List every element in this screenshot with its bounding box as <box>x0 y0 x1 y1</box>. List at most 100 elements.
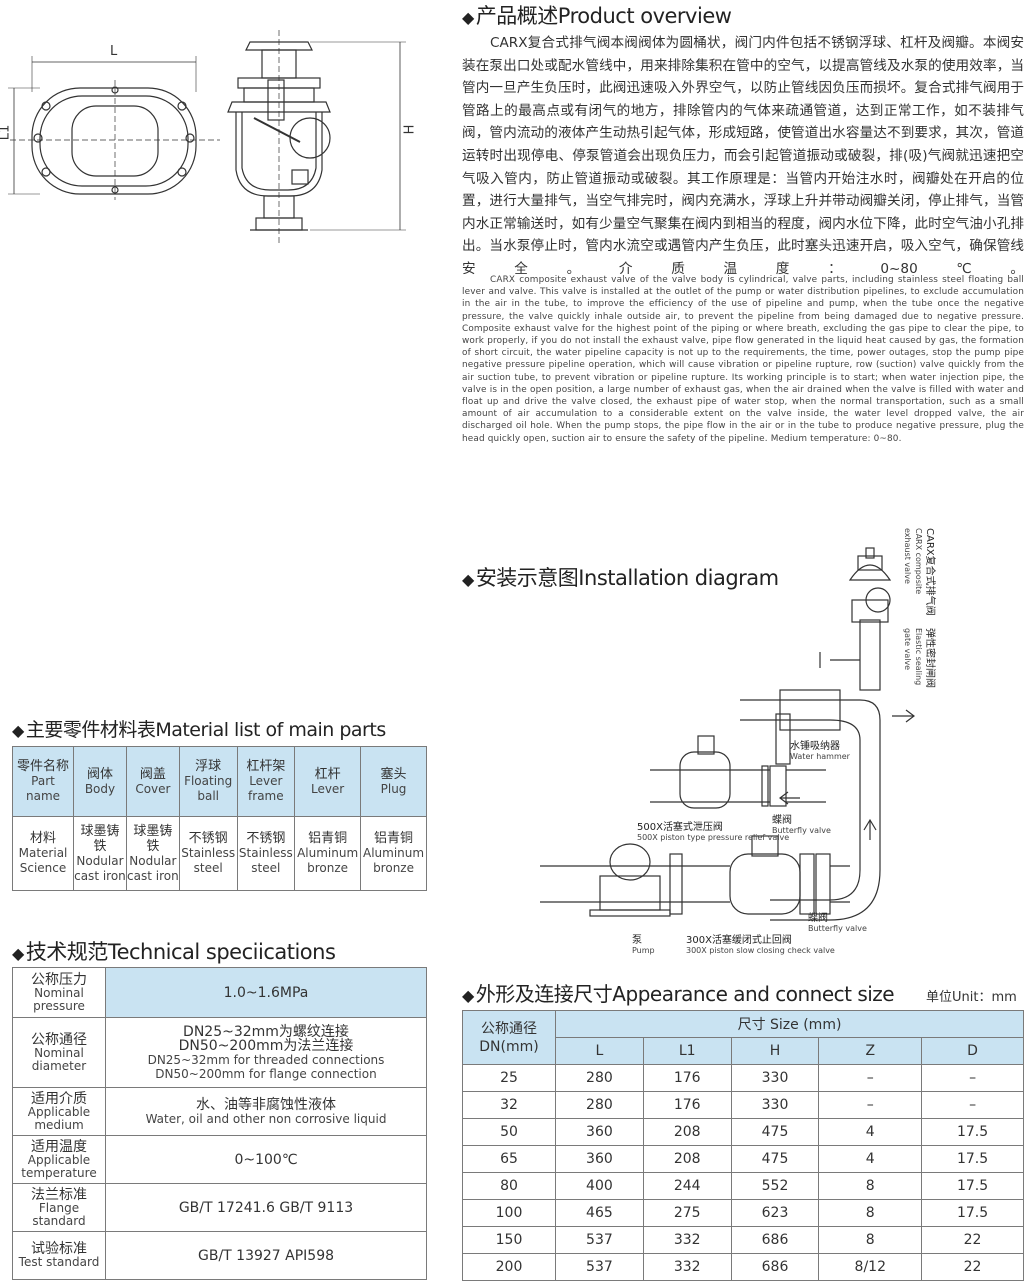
table-cell: 17.5 <box>921 1145 1024 1173</box>
table-cell: 686 <box>730 1253 820 1281</box>
table-cell: 50 <box>462 1118 556 1146</box>
table-cell: 475 <box>730 1145 820 1173</box>
dim-label-L1: L1 <box>0 124 13 141</box>
installation-title: ◆安装示意图Installation diagram <box>462 566 779 590</box>
table-cell: 25 <box>462 1064 556 1092</box>
table-cell: 22 <box>921 1253 1024 1281</box>
table-cell: 4 <box>818 1118 923 1146</box>
table-cell: – <box>921 1064 1024 1092</box>
label-pump: 泵 Pump <box>632 935 655 955</box>
diamond-bullet-icon: ◆ <box>462 986 474 1005</box>
table-cell: 360 <box>555 1118 644 1146</box>
diamond-bullet-icon: ◆ <box>12 944 24 963</box>
table-cell: 8 <box>818 1199 923 1227</box>
table-cell: 176 <box>642 1064 732 1092</box>
col-header: D <box>921 1037 1024 1065</box>
table-cell: 17.5 <box>921 1172 1024 1200</box>
table-cell: 280 <box>555 1064 644 1092</box>
table-cell: 32 <box>462 1091 556 1119</box>
dim-label-H: H <box>402 124 418 135</box>
specs-title: ◆技术规范Technical speciications <box>12 940 336 964</box>
table-cell: 208 <box>642 1145 732 1173</box>
label-relief-valve: 500X活塞式泄压阀 500X piston type pressure rel… <box>637 822 790 842</box>
spec-value: 1.0~1.6MPa <box>105 967 427 1018</box>
label-gate-valve: 弹性密封闸阀 Elastic sealing gate valve <box>903 628 935 688</box>
col-header: L1 <box>642 1037 732 1065</box>
overview-en-text: CARX composite exhaust valve of the valv… <box>462 275 1024 444</box>
table-cell: 330 <box>730 1091 820 1119</box>
table-cell: 330 <box>730 1064 820 1092</box>
spec-value: DN25~32mm为螺纹连接 DN50~200mm为法兰连接 DN25~32mm… <box>105 1017 427 1088</box>
table-cell: 17.5 <box>921 1199 1024 1227</box>
table-cell: 332 <box>642 1226 732 1254</box>
label-water-hammer: 水锤吸纳器 Water hammer <box>790 741 850 761</box>
diamond-bullet-icon: ◆ <box>462 570 474 589</box>
materials-title: ◆主要零件材料表Material list of main parts <box>12 719 386 741</box>
table-cell: 150 <box>462 1226 556 1254</box>
valve-technical-drawing <box>8 30 406 246</box>
table-cell: 686 <box>730 1226 820 1254</box>
overview-cn-text: CARX复合式排气阀本阀阀体为圆桶状，阀门内件包括不锈钢浮球、杠杆及阀瓣。本阀安… <box>462 35 1024 277</box>
table-cell: 208 <box>642 1118 732 1146</box>
table-cell: 100 <box>462 1199 556 1227</box>
label-butterfly-valve-2: 蝶阀 Butterfly valve <box>808 913 867 933</box>
table-cell: 17.5 <box>921 1118 1024 1146</box>
table-cell: 8/12 <box>818 1253 923 1281</box>
table-cell: 537 <box>555 1253 644 1281</box>
dimensions-unit: 单位Unit：mm <box>926 990 1017 1005</box>
table-cell: 475 <box>730 1118 820 1146</box>
col-header: L <box>555 1037 644 1065</box>
diamond-bullet-icon: ◆ <box>12 721 24 740</box>
table-cell: 332 <box>642 1253 732 1281</box>
diamond-bullet-icon: ◆ <box>462 8 474 27</box>
size-header: 尺寸 Size (mm) <box>555 1010 1024 1038</box>
label-check-valve: 300X活塞缓闭式止回阀 300X piston slow closing ch… <box>686 935 835 955</box>
col-header: H <box>730 1037 820 1065</box>
spec-value: 0~100℃ <box>105 1135 427 1184</box>
label-exhaust-valve: CARX复合式排气阀 CARX composite exhaust valve <box>903 528 935 616</box>
table-cell: 22 <box>921 1226 1024 1254</box>
spec-value: GB/T 13927 API598 <box>105 1231 427 1280</box>
table-cell: 176 <box>642 1091 732 1119</box>
table-cell: – <box>818 1091 923 1119</box>
dimensions-subheader-row: L L1 H Z D <box>463 1037 1024 1065</box>
spec-value: GB/T 17241.6 GB/T 9113 <box>105 1183 427 1232</box>
table-cell: 80 <box>462 1172 556 1200</box>
dim-label-L: L <box>110 44 118 59</box>
